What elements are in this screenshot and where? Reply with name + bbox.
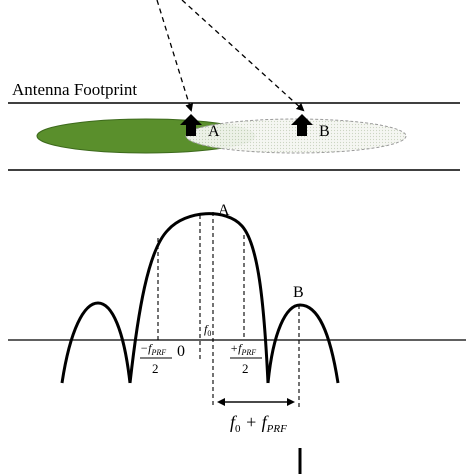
peak-b-label: B bbox=[293, 284, 304, 301]
svg-text:2: 2 bbox=[242, 361, 249, 376]
peak-a-label: A bbox=[218, 202, 230, 219]
target-b-label: B bbox=[319, 123, 330, 140]
svg-text:+fPRF: +fPRF bbox=[230, 341, 256, 357]
f0-axis-label: f0 bbox=[204, 322, 211, 338]
look-line-b bbox=[181, 0, 305, 112]
target-a-label: A bbox=[208, 123, 220, 140]
footprint-panel: Antenna Footprint A B bbox=[8, 0, 460, 171]
pos-half-prf-label: +fPRF 2 bbox=[230, 341, 262, 376]
left-sidelobe bbox=[60, 301, 132, 384]
spectrum-panel: A B f0 0 −fPRF 2 +fPRF 2 f0 + fPRF bbox=[8, 202, 466, 474]
svg-text:2: 2 bbox=[152, 361, 159, 376]
neg-half-prf-label: −fPRF 2 bbox=[140, 341, 172, 376]
zero-label: 0 bbox=[177, 343, 185, 360]
shift-label: f0 + fPRF bbox=[230, 412, 287, 435]
up-arrow-icon bbox=[291, 114, 313, 136]
footprint-title: Antenna Footprint bbox=[12, 80, 137, 99]
svg-text:−fPRF: −fPRF bbox=[140, 341, 166, 357]
main-lobe-a bbox=[128, 212, 270, 384]
right-sidelobe-b bbox=[266, 303, 340, 384]
up-arrow-icon bbox=[180, 114, 202, 136]
look-line-a bbox=[156, 0, 194, 112]
